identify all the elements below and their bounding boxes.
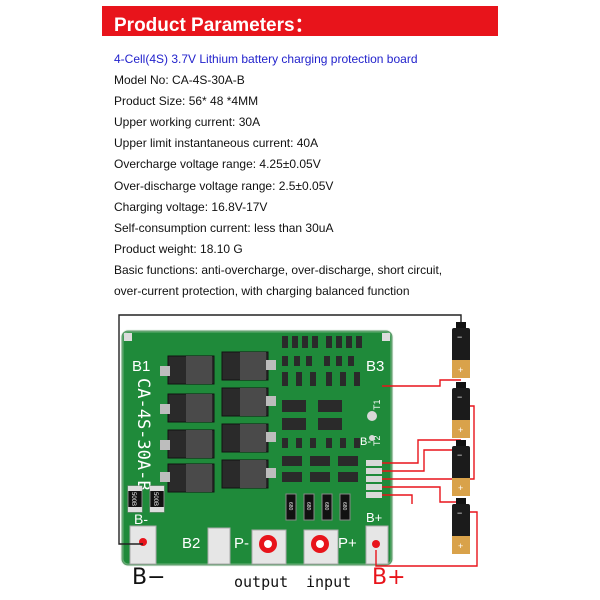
- param-weight: Product weight: 18.10 G: [114, 241, 243, 256]
- param-instant-current: Upper limit instantaneous current: 40A: [114, 136, 319, 151]
- parameters-list: 4-Cell(4S) 3.7V Lithium battery charging…: [114, 52, 514, 305]
- shunt-resistors: 500B 500B: [127, 485, 165, 513]
- black-wire-b-minus: [118, 532, 143, 545]
- terminal-label-input: input: [306, 573, 352, 591]
- black-wire: [118, 314, 462, 532]
- mosfet-column-left: [160, 355, 215, 493]
- battery-2-plus: +: [458, 425, 463, 435]
- param-functions-1: Basic functions: anti-overcharge, over-d…: [114, 262, 443, 277]
- param-overcharge: Overcharge voltage range: 4.25±0.05V: [114, 157, 321, 172]
- battery-2-minus: −: [457, 392, 462, 402]
- terminal-label-output: output: [234, 573, 289, 591]
- param-model: Model No: CA-4S-30A-B: [114, 73, 245, 88]
- battery-4-plus: +: [458, 541, 463, 551]
- terminal-label-b-plus: B+: [372, 565, 406, 590]
- label-t1: T1: [372, 399, 382, 410]
- battery-1-plus: +: [458, 365, 463, 375]
- pad-b2: [207, 527, 231, 565]
- label-b2: B2: [182, 535, 200, 552]
- label-t2: T2: [372, 435, 382, 446]
- label-p-minus: P-: [234, 535, 249, 552]
- header-title: Product Parameters：: [114, 15, 314, 36]
- battery-3: − +: [452, 440, 470, 496]
- param-functions-2: over-current protection, with charging b…: [114, 284, 410, 299]
- balance-pads: [366, 460, 382, 498]
- param-title: 4-Cell(4S) 3.7V Lithium battery charging…: [114, 52, 418, 66]
- param-overdischarge: Over-discharge voltage range: 2.5±0.05V: [114, 178, 334, 193]
- resistor-code-2: 500B: [152, 492, 158, 506]
- label-b1: B1: [132, 358, 150, 375]
- bottom-smd-row: 680 680 680 680: [285, 493, 351, 521]
- battery-4: − +: [452, 498, 470, 554]
- param-self-consumption: Self-consumption current: less than 30uA: [114, 220, 334, 235]
- param-working-current: Upper working current: 30A: [114, 115, 261, 130]
- terminal-label-b-minus: B−: [132, 565, 166, 590]
- small-code-3: 680: [323, 502, 329, 511]
- smd-components: [282, 336, 362, 482]
- battery-4-minus: −: [457, 508, 462, 518]
- label-p-plus: P+: [338, 535, 357, 552]
- battery-3-plus: +: [458, 483, 463, 493]
- param-charging-voltage: Charging voltage: 16.8V-17V: [114, 199, 268, 214]
- small-code-2: 680: [305, 502, 311, 511]
- pad-label-b-minus: B-: [134, 511, 148, 527]
- battery-1: − +: [452, 322, 470, 378]
- small-code-1: 680: [287, 502, 293, 511]
- label-model: CA-4S-30A-B: [133, 378, 153, 491]
- param-size: Product Size: 56* 48 *4MM: [114, 94, 259, 109]
- mosfet-column-right: [221, 351, 276, 489]
- header-bar: Product Parameters：: [102, 6, 498, 36]
- small-code-4: 680: [341, 502, 347, 511]
- battery-2: − +: [452, 382, 470, 438]
- battery-1-minus: −: [457, 332, 462, 342]
- battery-3-minus: −: [457, 450, 462, 460]
- resistor-code-1: 500B: [130, 492, 136, 506]
- pad-label-b-plus: B+: [366, 510, 382, 525]
- pcb-wiring-diagram: B1 B3 CA-4S-30A-B T1 T2 B- 500B 500B: [118, 314, 478, 567]
- label-b-minus-small: B-: [360, 436, 371, 448]
- label-b3: B3: [366, 358, 384, 375]
